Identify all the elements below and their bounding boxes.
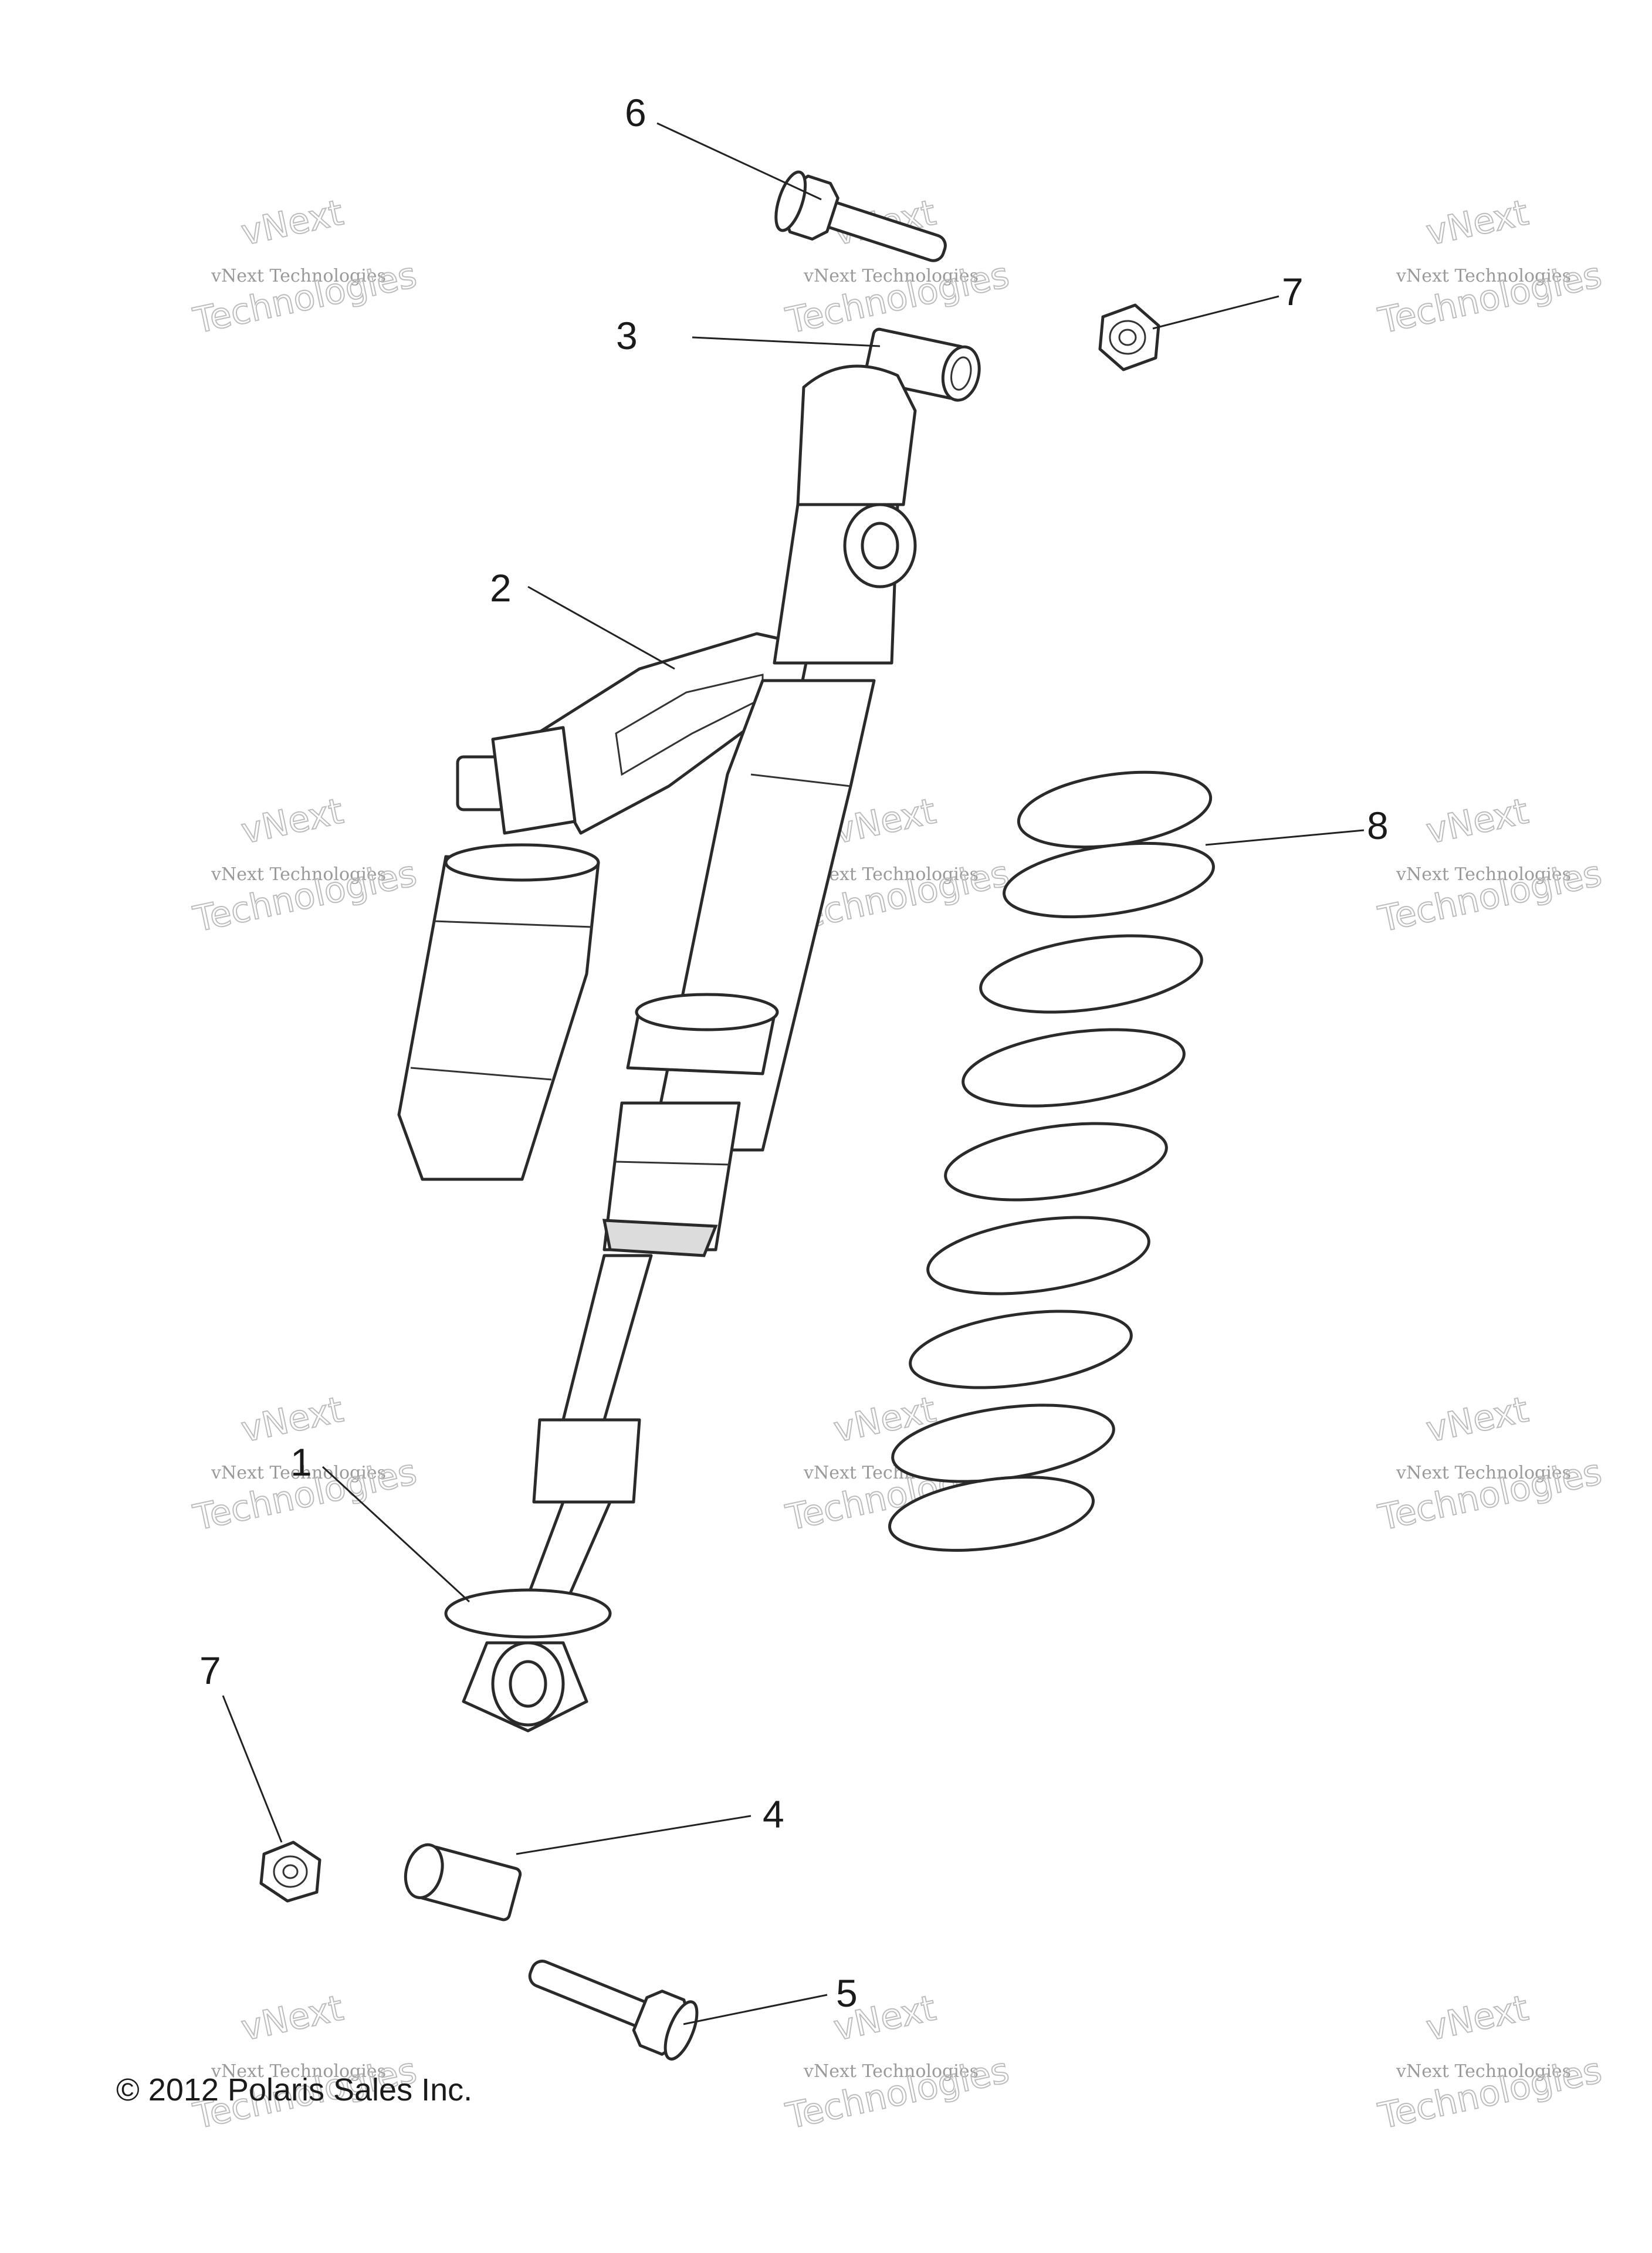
- leader-6: [656, 122, 822, 201]
- svg-text:vNext Technologies: vNext Technologies: [1396, 1463, 1571, 1483]
- leader-1: [321, 1466, 470, 1603]
- part-bushing-top: [863, 327, 981, 402]
- watermark-12: vNext vNext Technologies Technologies: [1375, 1987, 1606, 2137]
- svg-text:vNext: vNext: [1423, 790, 1532, 852]
- callout-5: 5: [836, 1971, 858, 2015]
- callout-7-bottom: 7: [199, 1649, 221, 1692]
- part-bolt-bottom: [528, 1960, 699, 2061]
- svg-text:vNext: vNext: [238, 192, 347, 253]
- svg-text:vNext: vNext: [238, 1987, 347, 2049]
- watermark-9: vNext vNext Technologies Technologies: [1375, 1388, 1606, 1539]
- svg-text:vNext Technologies: vNext Technologies: [211, 266, 386, 286]
- callout-3: 3: [616, 314, 638, 357]
- svg-text:vNext Technologies: vNext Technologies: [211, 864, 386, 885]
- watermark-1: vNext vNext Technologies Technologies: [189, 191, 421, 342]
- part-nut-bottom: [259, 1841, 321, 1903]
- part-coil-spring: [888, 770, 1215, 1552]
- watermark-4: vNext vNext Technologies Technologies: [189, 790, 421, 941]
- svg-text:vNext: vNext: [1423, 1987, 1532, 2049]
- svg-text:vNext Technologies: vNext Technologies: [211, 2061, 386, 2082]
- svg-text:vNext Technologies: vNext Technologies: [1396, 266, 1571, 286]
- callout-6: 6: [625, 91, 646, 134]
- leader-8: [1205, 829, 1365, 846]
- callout-2: 2: [490, 566, 512, 610]
- watermark-6: vNext vNext Technologies Technologies: [1375, 790, 1606, 941]
- svg-text:vNext: vNext: [1423, 192, 1532, 253]
- callout-7-top: 7: [1282, 270, 1304, 313]
- svg-text:vNext: vNext: [238, 790, 347, 852]
- part-bolt-top: [774, 170, 947, 262]
- leader-7-bottom: [222, 1695, 283, 1843]
- svg-text:vNext Technologies: vNext Technologies: [1396, 864, 1571, 885]
- svg-text:vNext Technologies: vNext Technologies: [1396, 2061, 1571, 2082]
- leader-5: [683, 1994, 828, 2025]
- leader-3: [692, 336, 881, 347]
- part-shock-body: [397, 364, 917, 1733]
- watermark-3: vNext vNext Technologies Technologies: [1375, 191, 1606, 342]
- callout-labels: 6 7 3 2 8 1 7 4 5: [199, 91, 1389, 2015]
- callout-1: 1: [290, 1440, 312, 1484]
- callout-8: 8: [1367, 804, 1389, 847]
- leader-2: [527, 586, 675, 670]
- copyright-text: © 2012 Polaris Sales Inc.: [116, 2072, 472, 2107]
- part-nut-top: [1098, 303, 1160, 371]
- watermark-11: vNext vNext Technologies Technologies: [782, 1987, 1014, 2137]
- leader-lines: [222, 122, 1365, 2025]
- svg-text:vNext Technologies: vNext Technologies: [803, 266, 979, 286]
- svg-text:vNext: vNext: [1423, 1389, 1532, 1450]
- callout-4: 4: [763, 1792, 784, 1836]
- leader-7-top: [1152, 295, 1279, 330]
- watermark-10: vNext vNext Technologies Technologies: [189, 1987, 421, 2137]
- part-bushing-bottom: [404, 1843, 522, 1922]
- svg-text:vNext Technologies: vNext Technologies: [211, 1463, 386, 1483]
- svg-text:vNext Technologies: vNext Technologies: [803, 2061, 979, 2082]
- watermark-2: vNext vNext Technologies Technologies: [782, 191, 1014, 342]
- leader-4: [516, 1815, 751, 1855]
